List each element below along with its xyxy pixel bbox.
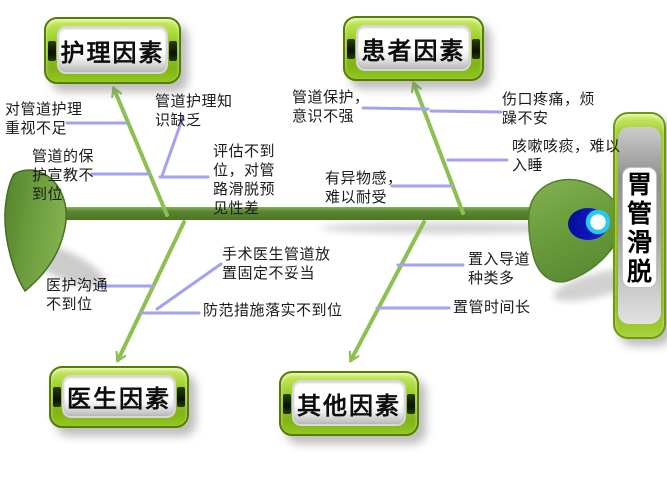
effect-box: 胃管滑脱 — [613, 112, 666, 339]
effect-label: 胃管滑脱 — [626, 169, 652, 286]
branch-arrow-doctor — [115, 220, 186, 364]
cause-label: 管道保护， 意识不强 — [292, 88, 370, 125]
cause-label: 医护沟通 不到位 — [46, 276, 109, 313]
box-side-tab — [53, 387, 61, 407]
category-box-doctor: 医生因素 — [49, 366, 189, 428]
branch-arrow-nursing — [111, 85, 169, 217]
box-side-tab — [177, 387, 185, 407]
category-box-inner: 患者因素 — [356, 25, 471, 71]
cause-label: 咳嗽咳痰，难以 入睡 — [512, 137, 621, 174]
category-box-inner: 护理因素 — [57, 26, 168, 74]
cause-label: 防范措施落实不到位 — [203, 301, 343, 319]
fish-spine — [58, 207, 564, 220]
cause-connector-line — [160, 115, 185, 178]
cause-connector-line — [155, 262, 223, 311]
category-label-doctor: 医生因素 — [67, 385, 171, 413]
cause-label: 有异物感， 难以耐受 — [325, 169, 403, 206]
fish-eye-icon — [568, 208, 611, 240]
cause-label: 手术医生管道放 置固定不妥当 — [222, 245, 331, 282]
effect-box-inner: 胃管滑脱 — [622, 167, 657, 288]
effect-box-panel: 胃管滑脱 — [618, 127, 661, 324]
category-label-patient: 患者因素 — [361, 36, 466, 65]
box-side-tab — [283, 393, 291, 414]
cause-label: 管道的保 护宣教不 到位 — [32, 147, 95, 203]
box-side-tab — [472, 38, 480, 59]
category-box-inner: 医生因素 — [62, 375, 176, 418]
branch-arrow-patient — [410, 80, 465, 215]
cause-label: 对管道护理 重视不足 — [5, 100, 83, 137]
category-box-inner: 其他因素 — [292, 380, 406, 426]
branch-arrow-other — [348, 220, 426, 364]
category-box-patient: 患者因素 — [343, 16, 484, 81]
cause-label: 伤口疼痛，烦 躁不安 — [502, 90, 596, 127]
category-box-nursing: 护理因素 — [44, 17, 181, 84]
cause-label: 管道护理知 识缺乏 — [155, 92, 233, 129]
cause-label: 置入导道 种类多 — [468, 250, 531, 287]
spine-shadow — [320, 222, 570, 234]
box-side-tab — [48, 40, 56, 61]
cause-label: 置管时间长 — [453, 298, 531, 316]
box-side-tab — [347, 38, 355, 59]
cause-connector-line — [429, 109, 503, 114]
box-side-tab — [407, 393, 415, 414]
cause-label: 评估不到 位，对管 路滑脱预 见性差 — [213, 142, 276, 217]
category-label-other: 其他因素 — [297, 391, 401, 420]
category-label-nursing: 护理因素 — [60, 38, 165, 67]
fish-tail-shape — [4, 169, 67, 293]
box-side-tab — [169, 40, 177, 61]
category-box-other: 其他因素 — [279, 371, 419, 436]
cause-connector-line — [361, 106, 430, 111]
